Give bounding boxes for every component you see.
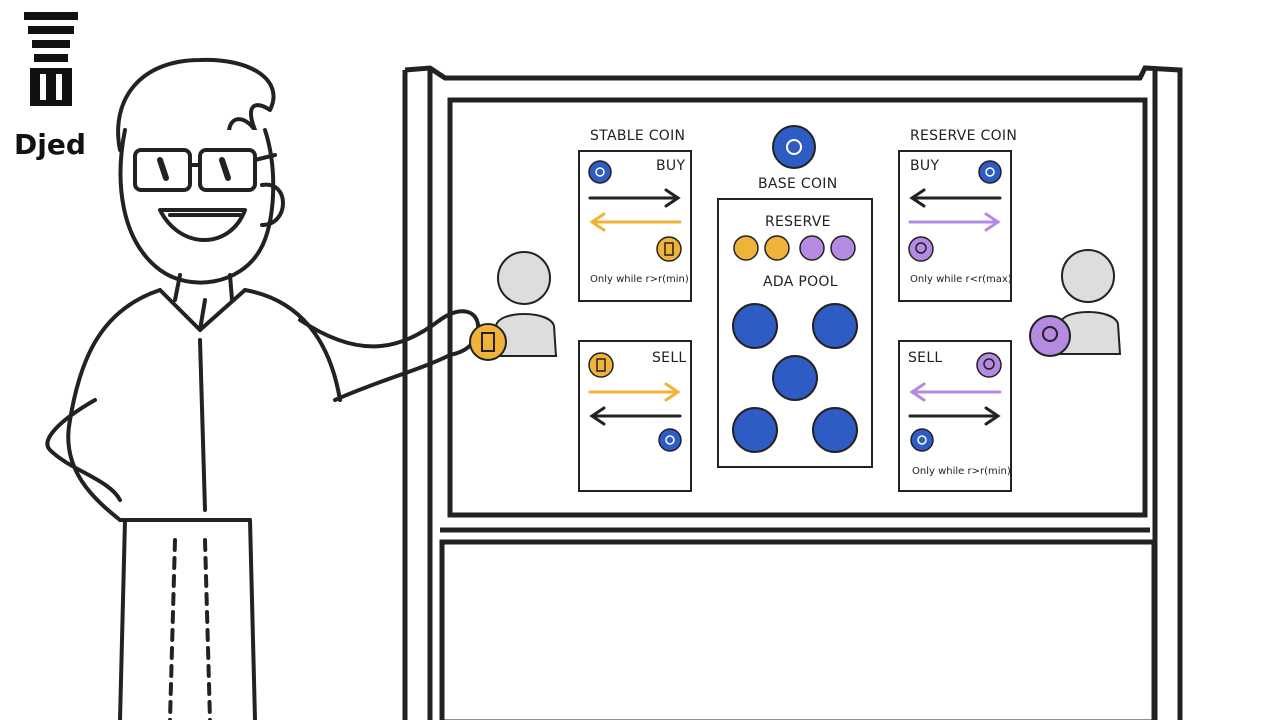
reserve-pool-card: RESERVE ADA POOL bbox=[717, 198, 873, 468]
stable-coin-sell-card: SELL bbox=[578, 340, 692, 492]
ada-coin-icon bbox=[658, 428, 682, 452]
user-left-icon bbox=[492, 251, 558, 357]
reserve-coins bbox=[733, 235, 856, 261]
ada-coin-icon bbox=[772, 125, 816, 169]
djed-coin-icon bbox=[588, 352, 614, 378]
reserve-coin-buy-card: BUY Only while r<r(max) bbox=[898, 150, 1012, 302]
stable-coin-title: STABLE COIN bbox=[590, 128, 686, 144]
exchange-arrows-icon bbox=[908, 382, 1002, 426]
stable-coin-buy-card: BUY Only while r>r(min) bbox=[578, 150, 692, 302]
reserve-buy-label: BUY bbox=[910, 158, 940, 174]
ada-coin-icon bbox=[588, 160, 612, 184]
reserve-buy-note: Only while r<r(max) bbox=[910, 274, 1012, 285]
djed-coin-icon bbox=[656, 236, 682, 262]
exchange-arrows-icon bbox=[908, 188, 1002, 232]
ada-pool-label: ADA POOL bbox=[763, 274, 838, 290]
ada-coin-icon bbox=[910, 428, 934, 452]
shen-coin-icon bbox=[1029, 315, 1071, 357]
user-right-icon bbox=[1056, 249, 1122, 355]
exchange-arrows-icon bbox=[588, 188, 682, 232]
shen-coin-icon bbox=[908, 236, 934, 262]
exchange-arrows-icon bbox=[588, 382, 682, 426]
reserve-label: RESERVE bbox=[765, 214, 831, 230]
djed-pillar-icon bbox=[24, 12, 78, 106]
brand-name: Djed bbox=[14, 128, 86, 161]
base-coin-title: BASE COIN bbox=[758, 176, 838, 192]
reserve-coin-title: RESERVE COIN bbox=[910, 128, 1018, 144]
reserve-sell-note: Only while r>r(min) bbox=[912, 466, 1011, 477]
whiteboard-frame bbox=[402, 65, 1183, 720]
djed-coin-icon bbox=[469, 323, 507, 361]
stable-sell-label: SELL bbox=[652, 350, 687, 366]
reserve-coin-sell-card: SELL Only while r>r(min) bbox=[898, 340, 1012, 492]
ada-pool-coins bbox=[732, 303, 858, 453]
reserve-sell-label: SELL bbox=[908, 350, 943, 366]
stable-buy-label: BUY bbox=[656, 158, 686, 174]
ada-coin-icon bbox=[978, 160, 1002, 184]
stable-buy-note: Only while r>r(min) bbox=[590, 274, 689, 285]
shen-coin-icon bbox=[976, 352, 1002, 378]
presenter-illustration bbox=[45, 57, 481, 720]
